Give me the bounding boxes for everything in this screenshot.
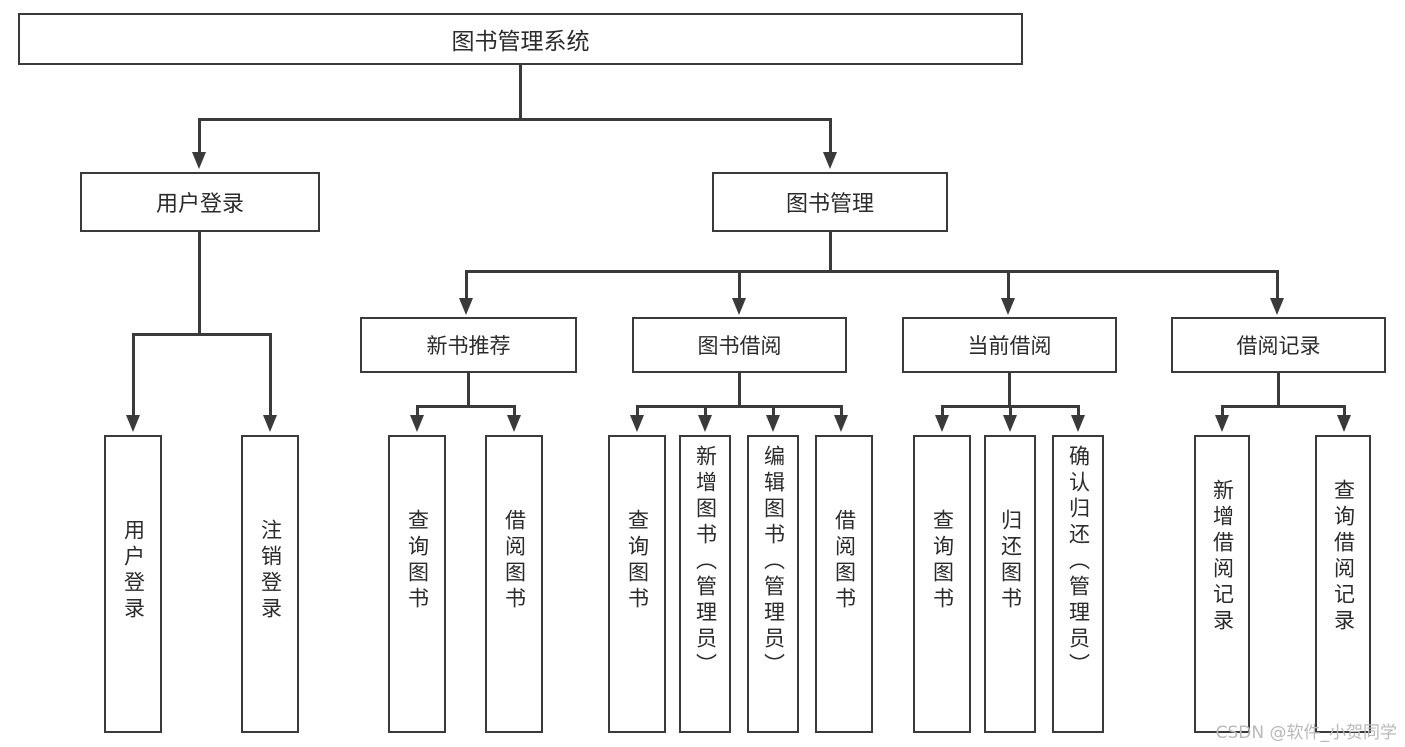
- connector-root-bar: [198, 118, 832, 121]
- arrowhead-to-book-borrow: [732, 298, 746, 315]
- connector-userlogin-stem: [198, 232, 201, 333]
- arrowhead-to-book-management: [823, 152, 837, 169]
- arrowhead-leaf-edit-book: [766, 415, 780, 432]
- arrowhead-to-current-borrow: [1001, 298, 1015, 315]
- leaf-borrow-book-borrow[interactable]: 借阅图书: [815, 435, 873, 733]
- connector-bookmgmt-c3: [1007, 270, 1010, 300]
- arrowhead-leaf-user-login: [126, 415, 140, 432]
- connector-record-c1: [1221, 405, 1224, 417]
- leaf-label: 查询图书: [405, 509, 430, 613]
- connector-recommend-c1: [416, 405, 419, 417]
- node-borrow-record[interactable]: 借阅记录: [1171, 317, 1386, 373]
- leaf-query-book-current[interactable]: 查询图书: [913, 435, 971, 733]
- connector-current-c2: [1009, 405, 1012, 417]
- connector-recommend-c2: [513, 405, 516, 417]
- connector-bookmgmt-c2: [738, 270, 741, 300]
- arrowhead-leaf-return-book: [1003, 415, 1017, 432]
- connector-current-c1: [941, 405, 944, 417]
- connector-bookmgmt-c4: [1276, 270, 1279, 300]
- arrowhead-to-new-book-recommend: [459, 298, 473, 315]
- connector-bookmgmt-c1: [465, 270, 468, 300]
- leaf-label: 编辑图书（管理员）: [761, 445, 786, 679]
- connector-root-to-login: [198, 118, 201, 155]
- connector-userlogin-left: [132, 333, 135, 417]
- connector-current-c3: [1077, 405, 1080, 417]
- node-user-login[interactable]: 用户登录: [80, 172, 320, 232]
- leaf-return-book[interactable]: 归还图书: [984, 435, 1036, 733]
- leaf-confirm-return-admin[interactable]: 确认归还（管理员）: [1052, 435, 1104, 733]
- arrowhead-leaf-borrow-book-1: [507, 415, 521, 432]
- connector-recommend-stem: [467, 373, 470, 405]
- leaf-query-borrow-record[interactable]: 查询借阅记录: [1315, 435, 1371, 733]
- connector-bookmgmt-bar: [465, 270, 1279, 273]
- connector-userlogin-right: [269, 333, 272, 417]
- node-label: 当前借阅: [967, 334, 1052, 358]
- connector-borrow-stem: [738, 373, 741, 405]
- node-book-management[interactable]: 图书管理: [712, 172, 948, 232]
- leaf-label: 借阅图书: [502, 509, 527, 613]
- arrowhead-leaf-add-record: [1215, 415, 1229, 432]
- arrowhead-leaf-query-record: [1337, 415, 1351, 432]
- node-label: 用户登录: [155, 192, 244, 217]
- leaf-label: 注销登录: [258, 519, 283, 623]
- arrowhead-to-borrow-record: [1270, 298, 1284, 315]
- connector-bookmgmt-stem: [829, 232, 832, 270]
- arrowhead-leaf-query-book-1: [410, 415, 424, 432]
- node-label: 图书管理: [785, 192, 874, 217]
- connector-current-stem: [1008, 373, 1011, 405]
- leaf-label: 查询借阅记录: [1331, 479, 1356, 635]
- node-label: 图书借阅: [697, 334, 782, 358]
- leaf-label: 新增图书（管理员）: [693, 445, 718, 679]
- connector-borrow-c2: [704, 405, 707, 417]
- arrowhead-leaf-add-book: [698, 415, 712, 432]
- leaf-borrow-book-recommend[interactable]: 借阅图书: [485, 435, 543, 733]
- leaf-label: 确认归还（管理员）: [1066, 445, 1091, 679]
- leaf-add-borrow-record[interactable]: 新增借阅记录: [1194, 435, 1250, 733]
- connector-borrow-c4: [840, 405, 843, 417]
- connector-record-bar: [1221, 405, 1344, 408]
- node-current-borrow[interactable]: 当前借阅: [902, 317, 1117, 373]
- csdn-watermark: CSDN @软件_小贺同学: [1215, 723, 1397, 743]
- connector-borrow-bar: [636, 405, 842, 408]
- connector-borrow-c1: [636, 405, 639, 417]
- connector-recommend-bar: [416, 405, 514, 408]
- leaf-label: 借阅图书: [832, 509, 857, 613]
- leaf-logout[interactable]: 注销登录: [241, 435, 299, 733]
- connector-record-stem: [1277, 373, 1280, 405]
- arrowhead-leaf-borrow-book-2: [834, 415, 848, 432]
- node-label: 新书推荐: [426, 334, 511, 358]
- arrowhead-leaf-confirm-return: [1071, 415, 1085, 432]
- leaf-label: 新增借阅记录: [1210, 479, 1235, 635]
- leaf-label: 查询图书: [625, 509, 650, 613]
- leaf-add-book-admin[interactable]: 新增图书（管理员）: [679, 435, 731, 733]
- node-root-system[interactable]: 图书管理系统: [18, 13, 1023, 65]
- leaf-edit-book-admin[interactable]: 编辑图书（管理员）: [747, 435, 799, 733]
- leaf-label: 用户登录: [121, 519, 146, 623]
- leaf-label: 查询图书: [930, 509, 955, 613]
- arrowhead-leaf-logout: [263, 415, 277, 432]
- leaf-label: 归还图书: [998, 509, 1023, 613]
- arrowhead-leaf-query-book-2: [630, 415, 644, 432]
- connector-root-to-bookmgmt: [829, 118, 832, 155]
- arrowhead-leaf-query-book-3: [935, 415, 949, 432]
- leaf-user-login[interactable]: 用户登录: [104, 435, 162, 733]
- node-label: 借阅记录: [1236, 334, 1321, 358]
- node-book-borrow[interactable]: 图书借阅: [632, 317, 847, 373]
- connector-userlogin-bar: [132, 333, 269, 336]
- arrowhead-to-user-login: [192, 152, 206, 169]
- leaf-query-book-recommend[interactable]: 查询图书: [388, 435, 446, 733]
- connector-record-c2: [1343, 405, 1346, 417]
- leaf-query-book-borrow[interactable]: 查询图书: [608, 435, 666, 733]
- node-label: 图书管理系统: [451, 29, 590, 55]
- connector-borrow-c3: [772, 405, 775, 417]
- connector-root-stem: [519, 65, 522, 118]
- node-new-book-recommend[interactable]: 新书推荐: [360, 317, 577, 373]
